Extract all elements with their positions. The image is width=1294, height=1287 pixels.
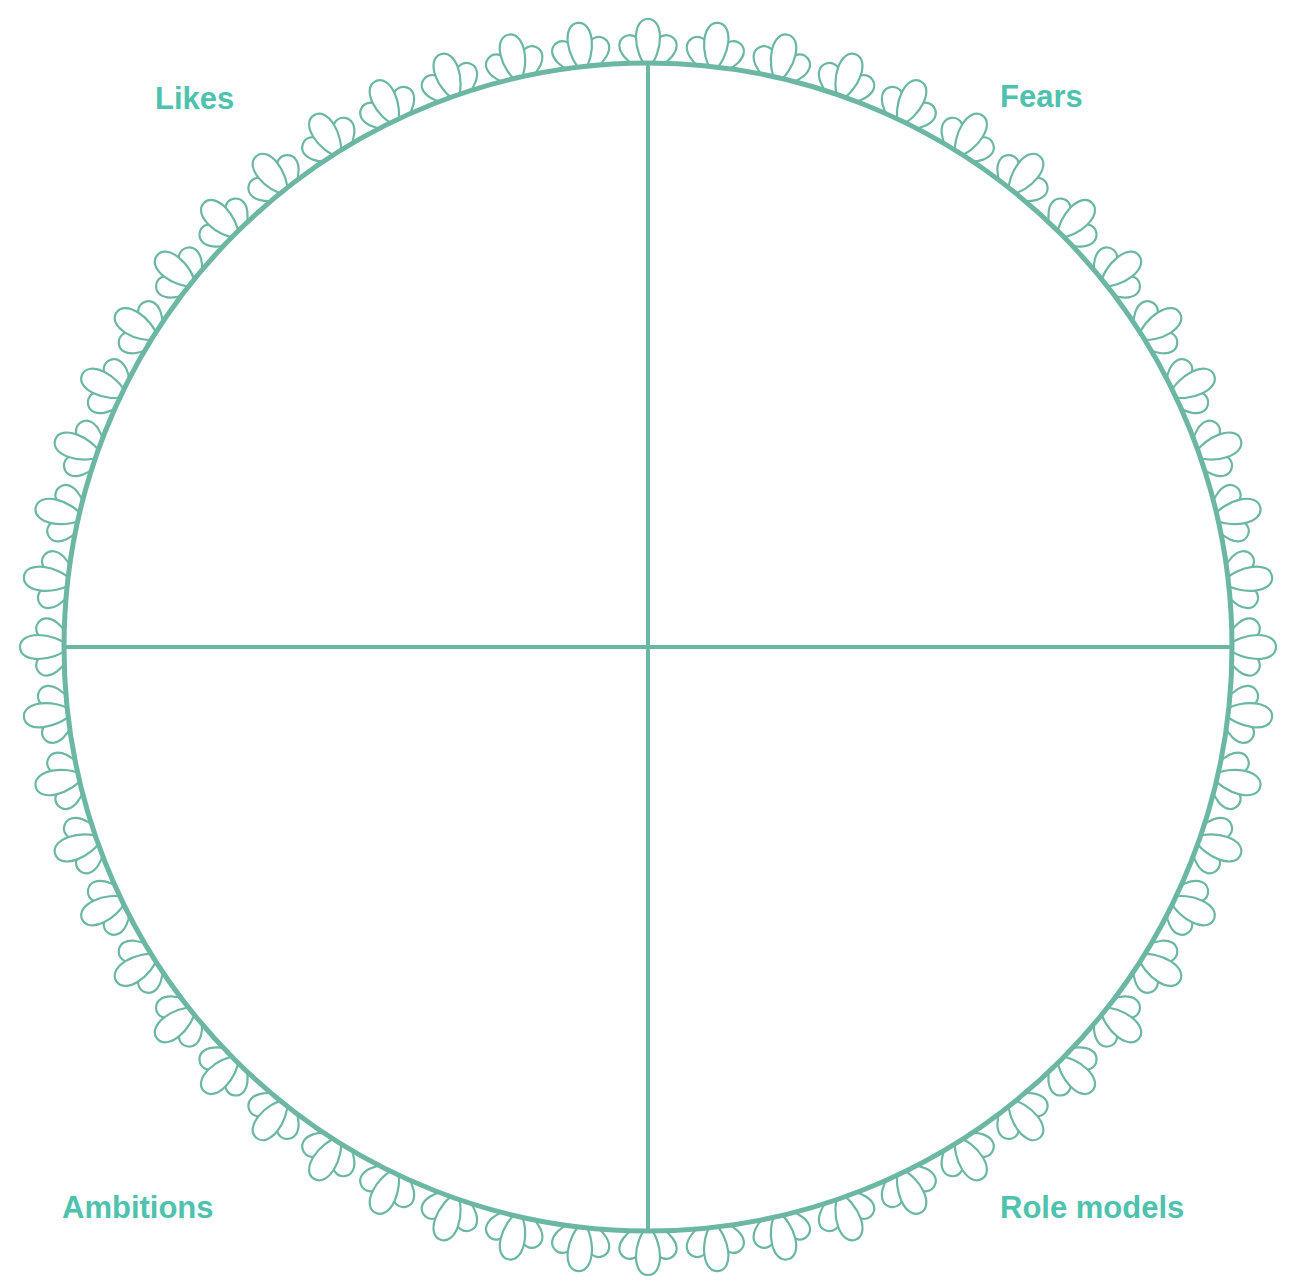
quadrant-label: Fears — [1000, 78, 1083, 115]
petal-border — [20, 19, 1276, 1275]
circle-outline — [64, 63, 1232, 1231]
quadrant-label: Likes — [155, 80, 234, 117]
quadrant-label: Ambitions — [62, 1189, 214, 1226]
horizontal-divider — [64, 645, 1232, 649]
quadrant-label: Role models — [1000, 1189, 1184, 1226]
